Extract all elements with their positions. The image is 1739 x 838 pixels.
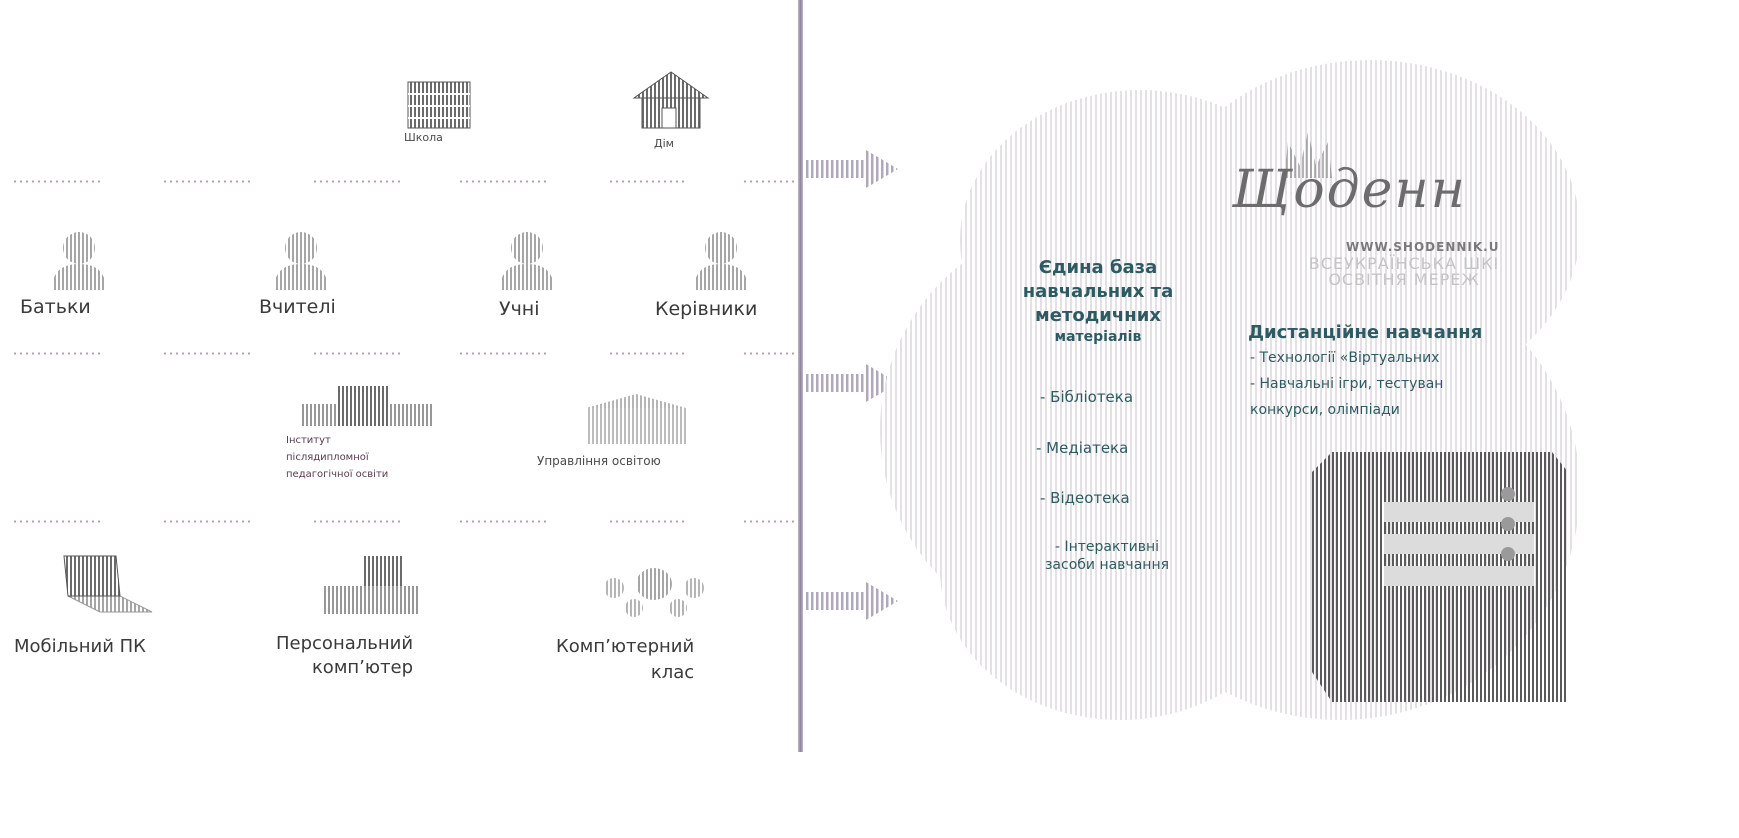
tagline-line: ВСЕУКРАЇНСЬКА ШКІ <box>1308 254 1500 273</box>
home-label: Дім <box>654 137 674 150</box>
database-title-line: матеріалів <box>1054 329 1142 345</box>
dotted-separator <box>12 520 102 523</box>
personal-computer-label-line: Персональний <box>276 633 414 654</box>
interactive-tools-item: - Інтерактивні засоби навчання <box>1002 538 1212 574</box>
dotted-separator <box>608 352 688 355</box>
interactive-tools-line: - Інтерактивні <box>1054 539 1160 555</box>
person-icon <box>694 232 748 290</box>
videotheque-item: - Відеотека <box>1040 489 1130 507</box>
distance-learning-line: - Навчальні ігри, тестуван <box>1250 376 1444 392</box>
dotted-separator <box>608 520 688 523</box>
computer-class-label-line: Комп’ютерний <box>556 636 695 657</box>
dotted-separator <box>312 180 402 183</box>
website-url: WWW.SHODENNIK.U <box>1346 240 1500 254</box>
personal-computer-label: Персональний комп’ютер <box>276 632 413 680</box>
library-item: - Бібліотека <box>1040 388 1134 406</box>
institute-building-icon <box>302 386 434 426</box>
dotted-separator <box>162 180 252 183</box>
database-title-line: навчальних та <box>1022 281 1174 302</box>
computer-class-label-line: клас <box>650 662 695 683</box>
person-icon <box>500 232 554 290</box>
personal-computer-label-line: комп’ютер <box>311 657 414 678</box>
education-department-building-icon <box>586 394 686 444</box>
right-arrow-icon <box>806 582 898 620</box>
shodennyk-logo: Щоденн <box>1232 160 1467 220</box>
database-title: Єдина база навчальних та методичних мате… <box>988 256 1208 346</box>
mobile-pc-label: Мобільний ПК <box>14 636 146 657</box>
dotted-separator <box>742 520 798 523</box>
dotted-separator <box>458 520 548 523</box>
crown-icon <box>1284 132 1332 178</box>
dotted-separator <box>312 352 402 355</box>
desktop-computer-icon <box>322 556 418 614</box>
institute-label: Інститут післядипломної педагогічної осв… <box>286 432 388 483</box>
dotted-separator <box>458 352 548 355</box>
right-arrow-icon <box>806 364 898 402</box>
server-rack-icon <box>1312 452 1568 702</box>
school-label: Школа <box>404 131 443 144</box>
dotted-separator <box>312 520 402 523</box>
students-label: Учні <box>499 298 540 320</box>
computer-class-icon <box>604 568 704 617</box>
person-icon <box>52 232 106 290</box>
distance-learning-line: конкурси, олімпіади <box>1250 402 1400 418</box>
dotted-separator <box>458 180 548 183</box>
dotted-separator <box>162 520 252 523</box>
education-department-label: Управління освітою <box>537 454 661 468</box>
institute-label-line: післядипломної <box>286 452 369 463</box>
mediatheque-item: - Медіатека <box>1036 439 1129 457</box>
home-icon <box>632 71 710 129</box>
school-building-icon <box>407 81 471 129</box>
dotted-separator <box>742 352 798 355</box>
dotted-separator <box>12 180 102 183</box>
dotted-separator <box>162 352 252 355</box>
dotted-separator <box>608 180 688 183</box>
tagline: ВСЕУКРАЇНСЬКА ШКІ ОСВІТНЯ МЕРЕЖ <box>1240 256 1568 288</box>
distance-learning-line: - Технології «Віртуальних <box>1250 350 1440 366</box>
managers-label: Керівники <box>655 298 758 320</box>
right-arrow-icon <box>806 150 898 188</box>
institute-label-line: Інститут <box>286 435 331 446</box>
distance-learning-title: Дистанційне навчання <box>1248 322 1483 343</box>
vertical-divider <box>798 0 803 752</box>
parents-label: Батьки <box>20 296 91 318</box>
computer-class-label: Комп’ютерний клас <box>556 634 694 686</box>
dotted-separator <box>742 180 798 183</box>
tagline-line: ОСВІТНЯ МЕРЕЖ <box>1328 270 1480 289</box>
database-title-line: Єдина база <box>1038 257 1158 278</box>
database-title-line: методичних <box>1035 305 1161 326</box>
person-icon <box>274 232 328 290</box>
laptop-icon <box>63 555 153 613</box>
teachers-label: Вчителі <box>259 296 336 318</box>
institute-label-line: педагогічної освіти <box>286 469 389 480</box>
dotted-separator <box>12 352 102 355</box>
interactive-tools-line: засоби навчання <box>1044 557 1170 573</box>
